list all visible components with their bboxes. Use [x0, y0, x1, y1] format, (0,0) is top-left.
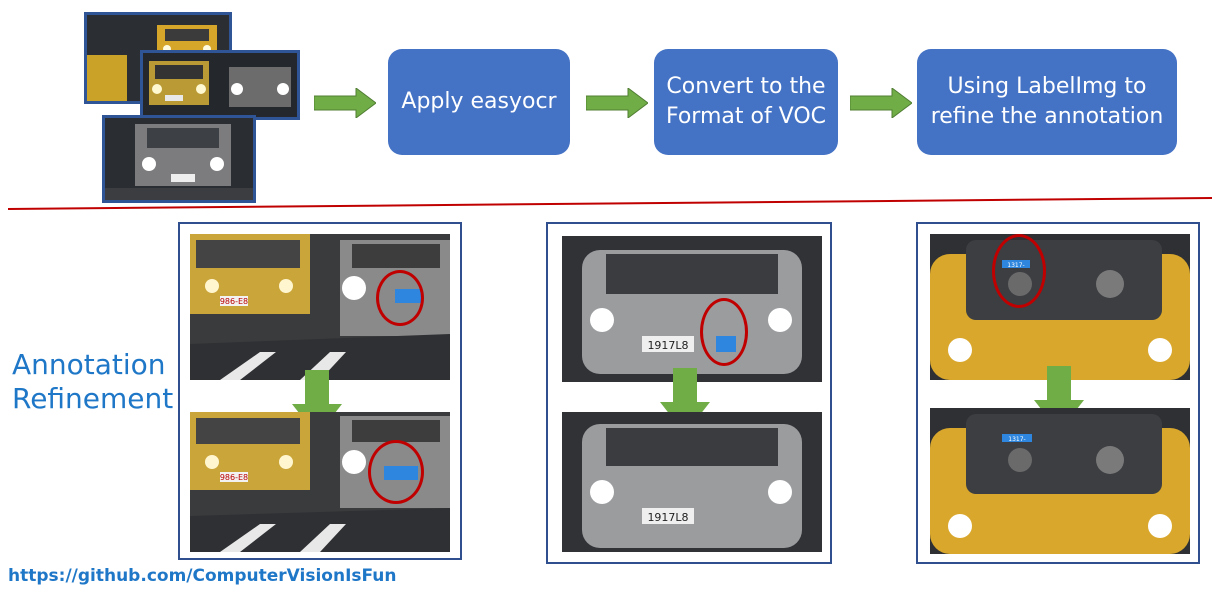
example-2-after: 1917L8: [562, 412, 822, 552]
step-apply-easyocr-label: Apply easyocr: [401, 89, 557, 114]
section-divider: [7, 197, 1213, 210]
example-1-before: 986-E8: [190, 234, 450, 380]
input-photo-2: [140, 50, 300, 120]
example-panel-1: 986-E8 986-E8: [178, 222, 462, 560]
plate-text-2b: 1917L8: [647, 511, 688, 524]
step-convert-voc-label: Convert to the Format of VOC: [665, 74, 827, 129]
highlight-oval-3a: [992, 234, 1046, 308]
section-label: Annotation Refinement: [12, 348, 174, 415]
input-photo-3: [102, 115, 256, 203]
step-apply-easyocr: Apply easyocr: [388, 49, 570, 155]
step-labelimg-refine: Using LabelImg to refine the annotation: [917, 49, 1177, 155]
example-3-before: 1317-: [930, 234, 1190, 380]
flow-arrow-2: [586, 88, 648, 118]
highlight-oval-2a: [700, 298, 748, 366]
flow-arrow-3: [850, 88, 912, 118]
example-2-before: 1917L8: [562, 236, 822, 382]
plate-text-2a: 1917L8: [647, 339, 688, 352]
example-1-after: 986-E8: [190, 412, 450, 552]
flow-arrow-1: [314, 88, 376, 118]
step-convert-voc: Convert to the Format of VOC: [654, 49, 838, 155]
example-panel-2: 1917L8 1917L8: [546, 222, 832, 564]
example-panel-3: 1317- 1317-: [916, 222, 1200, 564]
highlight-oval-1a: [376, 270, 424, 326]
step-labelimg-refine-label: Using LabelImg to refine the annotation: [930, 74, 1164, 129]
footer-github-link[interactable]: https://github.com/ComputerVisionIsFun: [8, 566, 397, 586]
plate-text-3b: 1317-: [1008, 436, 1025, 443]
plate-text-1b: 986-E8: [220, 473, 248, 482]
plate-text-1a: 986-E8: [220, 297, 248, 306]
example-3-after: 1317-: [930, 408, 1190, 554]
highlight-oval-1b: [368, 440, 424, 504]
